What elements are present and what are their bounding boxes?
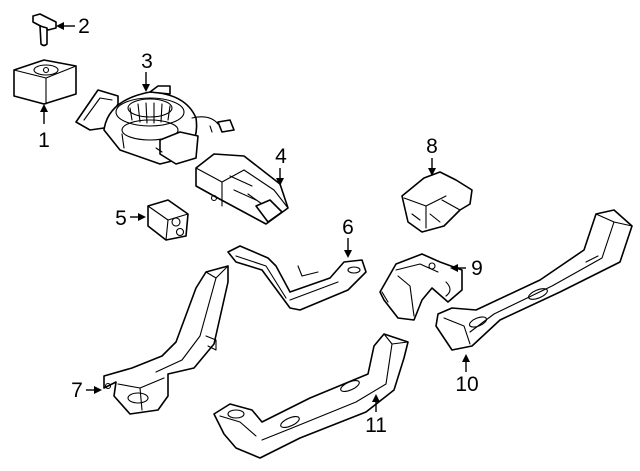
callout-labels: 1 2 3 4 5 6 7 8 9 10 11 bbox=[38, 15, 483, 437]
part-8-bracket bbox=[401, 171, 473, 233]
part-2-clip bbox=[32, 13, 57, 47]
callout-8: 8 bbox=[426, 135, 438, 158]
part-11-duct bbox=[213, 333, 409, 459]
part-4-duct bbox=[195, 153, 289, 225]
callout-1: 1 bbox=[38, 129, 50, 152]
callout-3: 3 bbox=[141, 50, 153, 73]
part-5-connector bbox=[147, 199, 189, 241]
part-3-blower-motor bbox=[75, 85, 235, 165]
part-7-duct bbox=[103, 265, 229, 415]
part-6-duct bbox=[227, 245, 367, 311]
callout-7: 7 bbox=[71, 379, 83, 402]
callout-9: 9 bbox=[471, 257, 483, 280]
part-10-duct bbox=[435, 209, 633, 351]
callout-6: 6 bbox=[342, 216, 354, 239]
part-9-bracket bbox=[379, 253, 463, 321]
callout-10: 10 bbox=[455, 373, 478, 396]
callout-11: 11 bbox=[365, 414, 387, 437]
part-1-outlet bbox=[13, 59, 77, 105]
callout-5: 5 bbox=[115, 207, 127, 230]
callout-2: 2 bbox=[78, 15, 90, 38]
callout-4: 4 bbox=[275, 145, 287, 168]
callout-leaders bbox=[40, 22, 470, 412]
